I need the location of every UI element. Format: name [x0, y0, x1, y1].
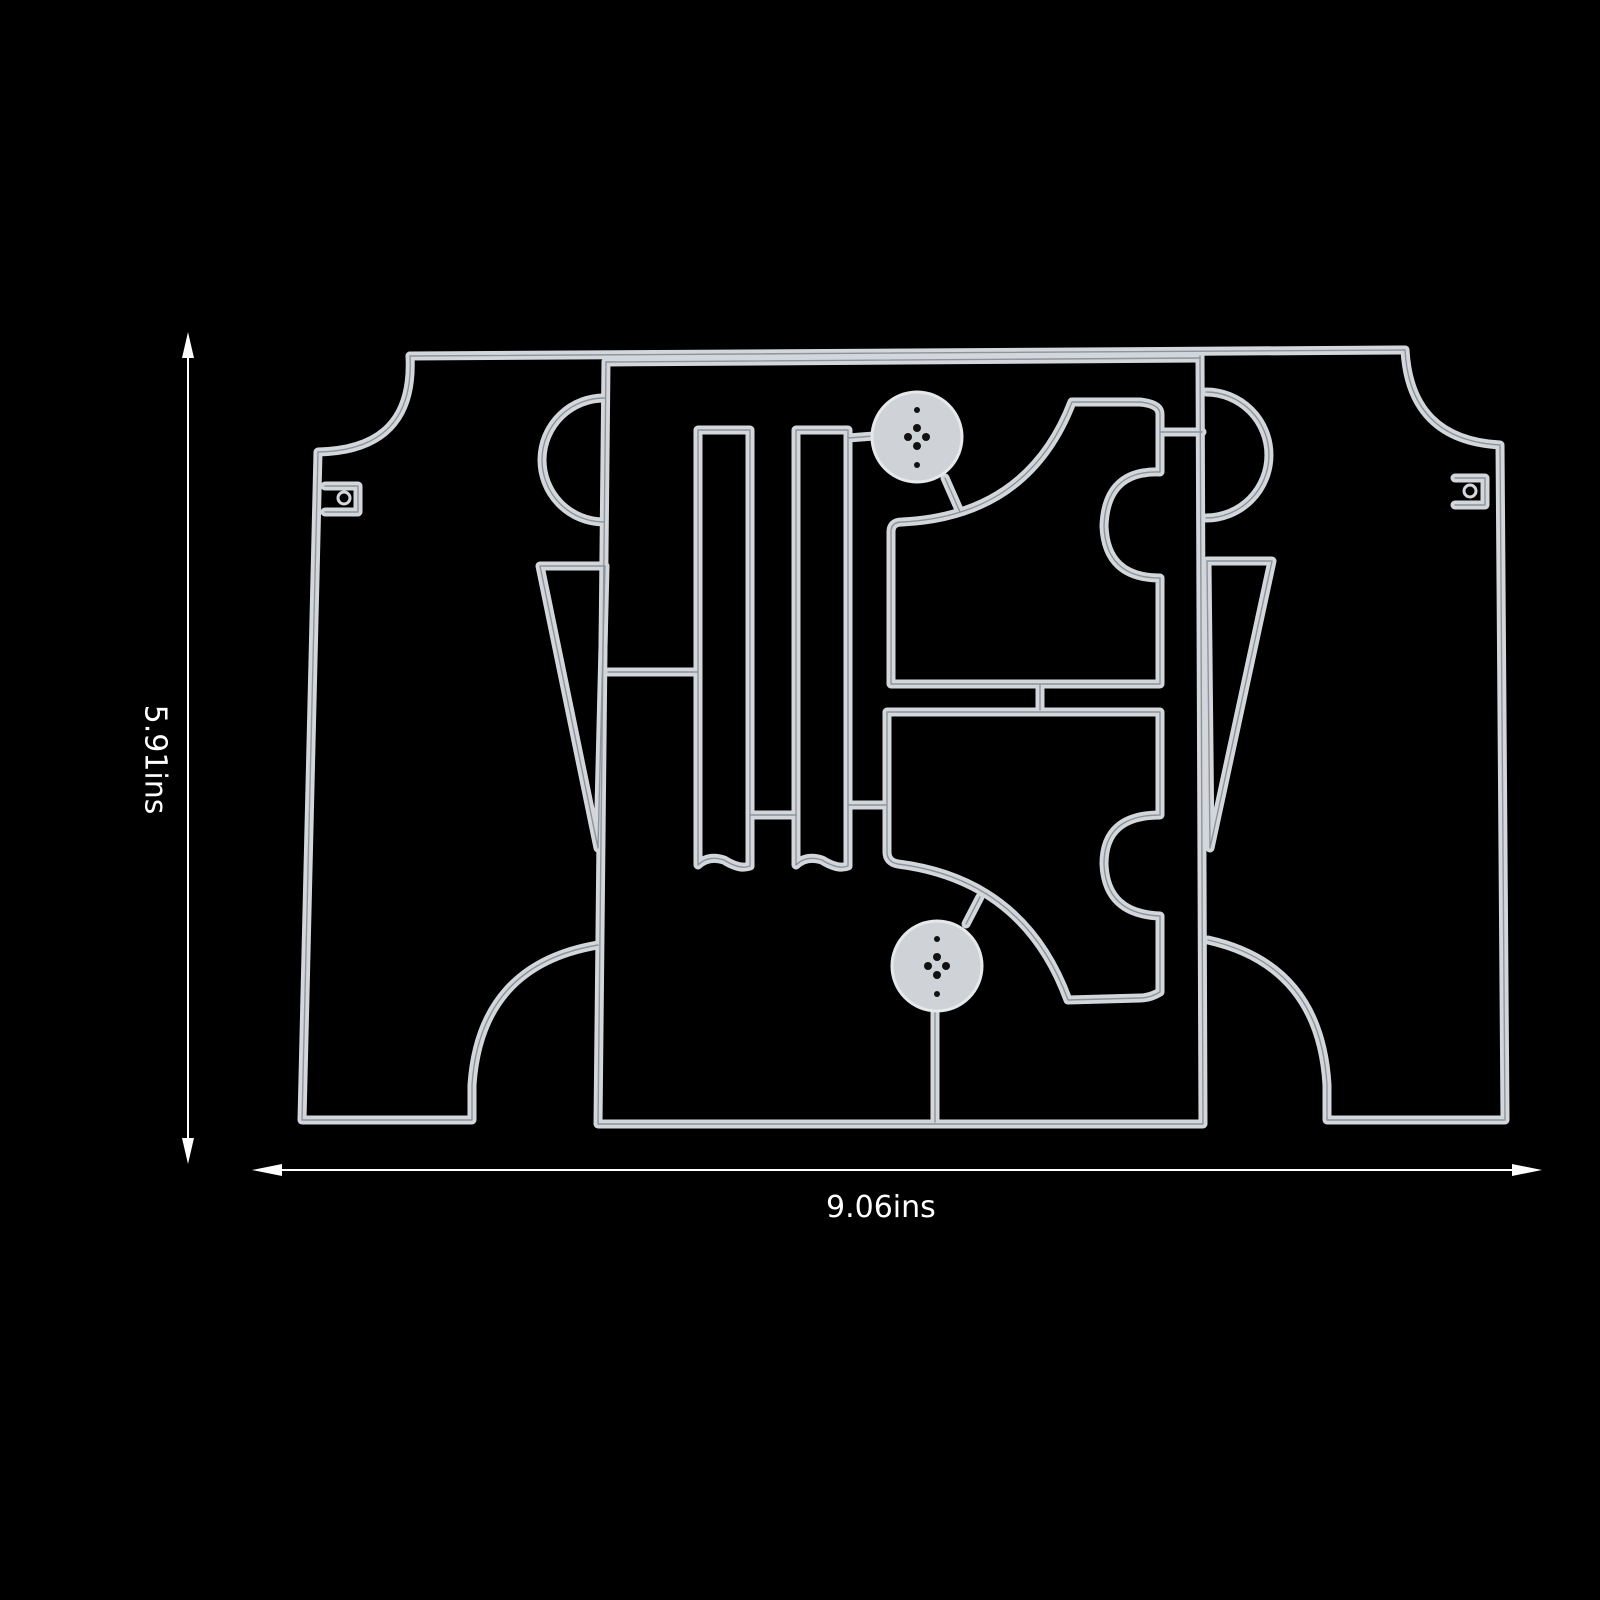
tab-hole-icons: [336, 483, 1478, 506]
width-label: 9.06ins: [826, 1190, 936, 1225]
width-dimension-arrow: [252, 1164, 1542, 1176]
button-icon-top: [870, 390, 964, 484]
button-icon-bottom: [890, 919, 984, 1013]
height-label: 5.91ins: [137, 704, 173, 815]
height-dimension-arrow: [182, 332, 194, 1164]
